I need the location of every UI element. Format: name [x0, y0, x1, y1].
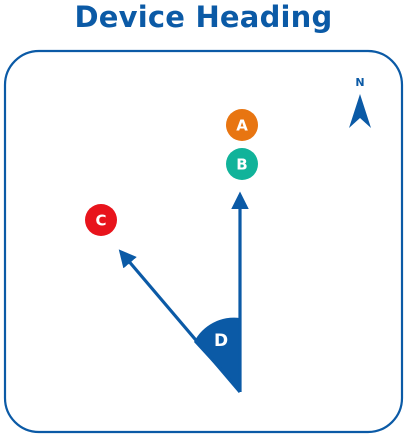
point-c: C	[85, 204, 117, 236]
point-c-label: C	[95, 212, 106, 230]
point-c-marker	[85, 204, 117, 236]
compass-label: N	[355, 76, 364, 89]
angle-label-d: D	[214, 331, 228, 351]
point-b-marker	[226, 148, 258, 180]
diagram-frame	[3, 49, 404, 434]
point-a: A	[226, 109, 258, 141]
heading-angle-sector	[194, 317, 240, 392]
point-a-marker	[226, 109, 258, 141]
compass: N	[349, 76, 371, 128]
diagram-title: Device Heading	[74, 0, 333, 34]
arrow-to-c	[118, 249, 242, 394]
point-a-label: A	[236, 117, 248, 135]
point-b-label: B	[236, 156, 247, 174]
north-arrow-icon	[349, 94, 371, 128]
point-b: B	[226, 148, 258, 180]
